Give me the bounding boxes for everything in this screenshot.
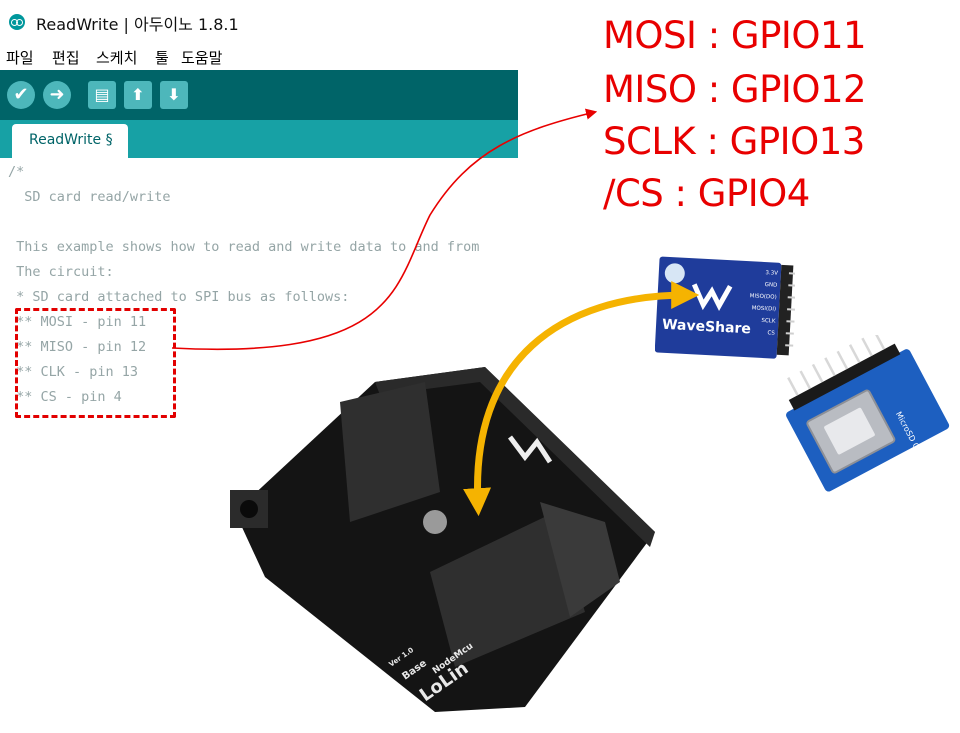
arduino-logo-icon bbox=[9, 14, 25, 30]
pin-matrix bbox=[540, 502, 620, 617]
document-icon: ▤ bbox=[94, 85, 110, 104]
gpio-map-cs: /CS : GPIO4 bbox=[603, 172, 810, 215]
capacitor-icon bbox=[423, 510, 447, 534]
save-button[interactable]: ⬇ bbox=[160, 81, 188, 109]
upload-button[interactable]: ➜ bbox=[43, 81, 71, 109]
menu-help[interactable]: 도움말 bbox=[181, 49, 223, 67]
code-line: ** CLK - pin 13 bbox=[8, 364, 139, 380]
arrow-right-icon: ➜ bbox=[49, 84, 65, 105]
module-pin-label: 3.3V bbox=[765, 270, 778, 277]
tab-bar: ReadWrite § bbox=[0, 120, 518, 158]
code-line: SD card read/write bbox=[8, 189, 171, 205]
header-row-top bbox=[340, 382, 440, 522]
module-pin-label: GND bbox=[765, 282, 778, 289]
toolbar: ✔ ➜ ▤ ⬆ ⬇ bbox=[0, 70, 518, 120]
pin-header bbox=[788, 343, 901, 411]
module-pin-label: SCLK bbox=[761, 318, 776, 325]
waveshare-logo-icon bbox=[691, 283, 733, 311]
nodemcu-base-board: LoLin NodeMcu Base Ver 1.0 bbox=[230, 367, 655, 712]
code-line: The circuit: bbox=[8, 264, 114, 280]
pin-highlight-box bbox=[15, 308, 176, 418]
code-line: * SD card attached to SPI bus as follows… bbox=[8, 289, 350, 305]
code-line: ** MISO - pin 12 bbox=[8, 339, 147, 355]
window-title: ReadWrite | 아두이노 1.8.1 bbox=[36, 15, 239, 34]
title-bar: ReadWrite | 아두이노 1.8.1 bbox=[0, 0, 518, 44]
code-line: /* bbox=[8, 164, 25, 180]
arrow-up-icon: ⬆ bbox=[131, 85, 145, 104]
module-pin-label: MOSI(DI) bbox=[752, 305, 777, 312]
check-icon: ✔ bbox=[13, 84, 29, 105]
module-pin-label: CS bbox=[767, 330, 775, 336]
module-badge-icon bbox=[664, 263, 685, 284]
menu-bar: 파일 편집 스케치 툴 도움말 bbox=[0, 44, 518, 70]
sd-card-icon bbox=[824, 407, 875, 455]
menu-tools[interactable]: 툴 bbox=[155, 49, 169, 67]
arrow-down-icon: ⬇ bbox=[167, 85, 181, 104]
code-line: This example shows how to read and write… bbox=[8, 239, 480, 255]
open-button[interactable]: ⬆ bbox=[124, 81, 152, 109]
microsd-module: MicroSD Card bbox=[786, 335, 950, 492]
code-line: ** MOSI - pin 11 bbox=[8, 314, 147, 330]
menu-file[interactable]: 파일 bbox=[6, 49, 34, 67]
module-pin-label: MISO(DO) bbox=[749, 293, 776, 300]
code-line: ** CS - pin 4 bbox=[8, 389, 122, 405]
verify-button[interactable]: ✔ bbox=[7, 81, 35, 109]
menu-edit[interactable]: 편집 bbox=[52, 49, 80, 67]
tab-readwrite[interactable]: ReadWrite § bbox=[12, 124, 128, 158]
gpio-map-miso: MISO : GPIO12 bbox=[603, 68, 867, 111]
tab-label: ReadWrite § bbox=[29, 132, 113, 148]
waveshare-sd-module: WaveShare 3.3V GND MISO(DO) MOSI(DI) SCL… bbox=[655, 256, 795, 359]
gpio-map-sclk: SCLK : GPIO13 bbox=[603, 120, 865, 163]
menu-sketch[interactable]: 스케치 bbox=[96, 49, 138, 67]
new-sketch-button[interactable]: ▤ bbox=[88, 81, 116, 109]
gpio-map-mosi: MOSI : GPIO11 bbox=[603, 14, 867, 57]
header-row-bottom bbox=[430, 512, 585, 667]
